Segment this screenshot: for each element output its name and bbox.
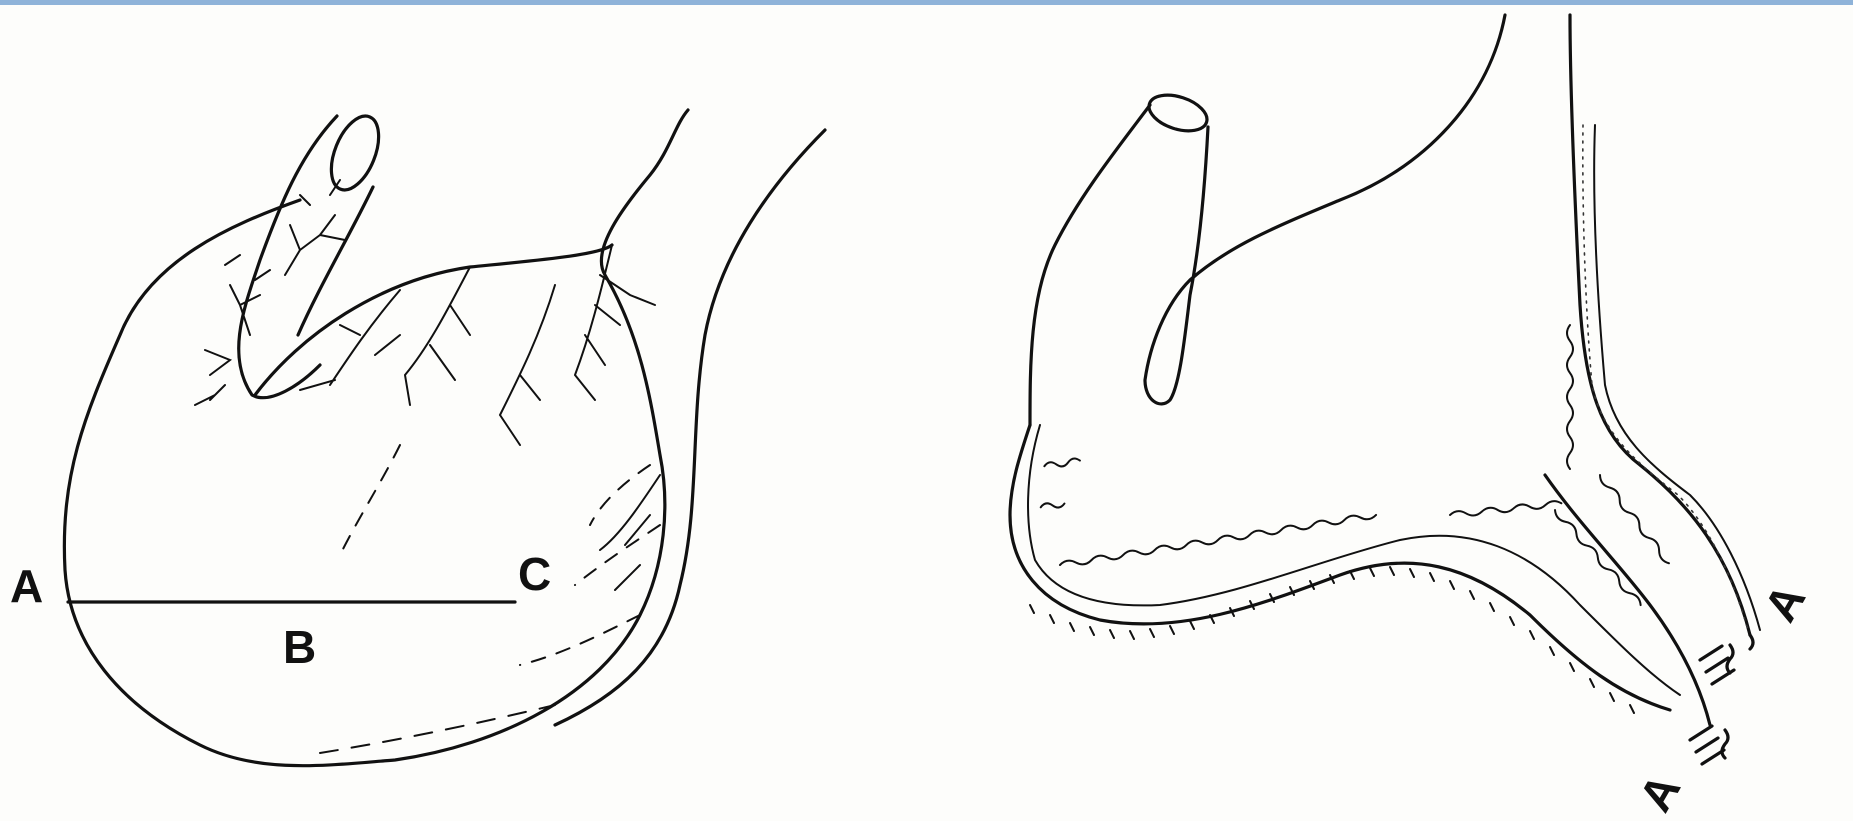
vessel-branch-mid	[375, 267, 470, 405]
anatomical-diagram: A B C A A	[0, 5, 1853, 821]
vessel-dashed-1	[340, 445, 400, 555]
lesser-curvature-inner	[1594, 125, 1760, 630]
left-stomach-figure: A B C	[10, 109, 825, 765]
cut-mark-lower	[1690, 726, 1724, 764]
fundus-upper-outline	[1145, 15, 1505, 404]
cut-mark-upper	[1700, 646, 1734, 684]
vessel-dashed-2	[590, 465, 650, 525]
duodenum-outline	[555, 130, 825, 725]
mucosa-fold-lesser	[1567, 325, 1573, 469]
right-stomach-figure: A A	[1010, 15, 1815, 820]
vessel-branch-right	[575, 245, 655, 400]
esophagus-front-outline	[239, 116, 337, 398]
vessel-branch-lower-left	[195, 350, 230, 405]
vessel-dashed-4	[520, 615, 640, 665]
cut-end-upper	[1727, 635, 1753, 673]
label-a-lower-right: A	[1629, 765, 1691, 820]
label-a-upper-right: A	[1754, 575, 1816, 630]
greater-curvature-outer	[1010, 425, 1670, 710]
lesser-curvature	[255, 245, 612, 395]
diagram-canvas: A B C A A	[0, 5, 1853, 821]
label-c: C	[518, 548, 551, 600]
mucosa-fold-mid	[1450, 500, 1562, 518]
vessel-dashed-bottom	[320, 705, 555, 753]
mucosa-fold-greater	[1034, 413, 1377, 569]
stomach-outer-outline	[64, 110, 688, 766]
esophagus-back-outline	[298, 187, 373, 335]
label-b: B	[283, 621, 316, 673]
pylorus-mucosa-folds-2	[1598, 473, 1672, 565]
greater-curvature-inner-layer	[1028, 425, 1680, 695]
vessel-branch-center	[300, 290, 400, 390]
label-a-left: A	[10, 560, 43, 612]
esophagus-opening-right	[1145, 89, 1212, 138]
vessel-branch-mid-right	[500, 285, 555, 445]
serosa-bristles	[1030, 567, 1634, 713]
vessel-branch-greater	[600, 475, 660, 590]
esophagus-left-outline	[1030, 105, 1150, 425]
cut-end-lower	[1722, 730, 1728, 758]
